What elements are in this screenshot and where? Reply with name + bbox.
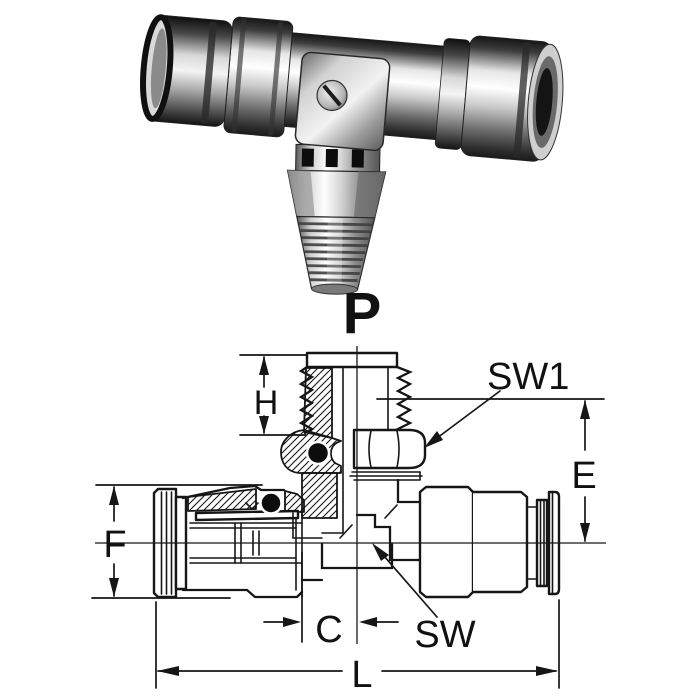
dim-e: E bbox=[376, 398, 605, 542]
thread-profile-left bbox=[298, 365, 315, 435]
product-photo bbox=[140, 14, 564, 295]
dim-label-e: E bbox=[571, 455, 596, 497]
collet-wall bbox=[187, 488, 257, 512]
photo-tube-bore bbox=[535, 68, 553, 136]
collet-wall-right bbox=[284, 490, 305, 513]
dim-label-sw1: SW1 bbox=[487, 356, 569, 398]
dim-h: H bbox=[239, 354, 307, 436]
right-body-1 bbox=[418, 485, 475, 599]
port-size-label: P bbox=[343, 281, 382, 346]
right-body-2 bbox=[473, 490, 529, 594]
dimension-drawing: H SW1 E F bbox=[91, 346, 606, 696]
collet-finger bbox=[194, 509, 300, 522]
dim-label-l: L bbox=[351, 654, 372, 696]
photo-left-grip-ring bbox=[223, 16, 294, 138]
hex-nut bbox=[352, 428, 427, 470]
photo-right-port bbox=[460, 35, 564, 162]
dim-f: F bbox=[91, 484, 263, 599]
internal-hex-step bbox=[355, 513, 422, 562]
thread-top-cap bbox=[305, 351, 399, 369]
dim-label-h: H bbox=[254, 384, 279, 422]
dim-l: L bbox=[155, 599, 560, 696]
nut-washer bbox=[349, 471, 423, 481]
o-ring-upper bbox=[305, 440, 331, 466]
right-connector bbox=[418, 485, 561, 599]
thread-profile-right bbox=[395, 365, 413, 434]
photo-thread-stud bbox=[286, 143, 387, 295]
photo-left-port bbox=[140, 14, 233, 127]
dim-sw: SW bbox=[372, 543, 476, 656]
photo-center-block bbox=[294, 51, 391, 152]
o-ring-left bbox=[259, 491, 283, 515]
dim-sw1: SW1 bbox=[424, 356, 569, 448]
dim-c: C bbox=[263, 551, 399, 651]
section-central-body bbox=[301, 472, 338, 519]
left-connector-section bbox=[152, 484, 323, 599]
photo-left-oring bbox=[140, 14, 174, 122]
dim-label-f: F bbox=[103, 524, 126, 566]
dim-label-c: C bbox=[315, 609, 342, 651]
dim-label-sw: SW bbox=[414, 614, 475, 656]
